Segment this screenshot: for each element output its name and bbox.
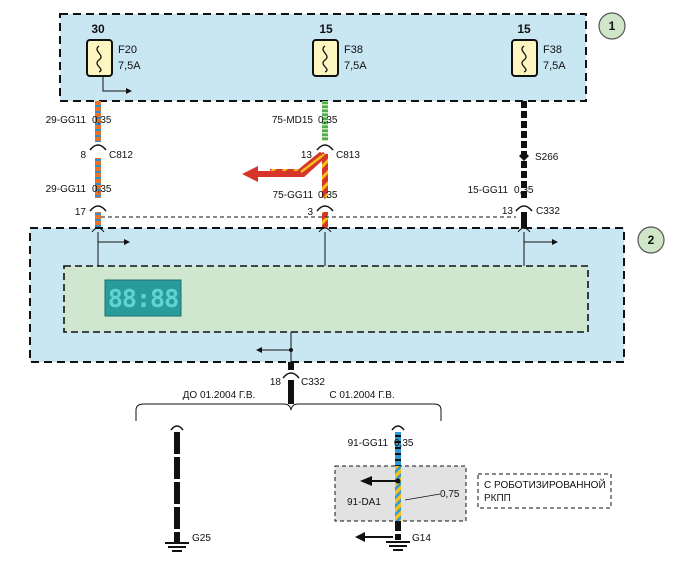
w1-pin2: 17 bbox=[75, 207, 87, 218]
callout-2: 2 bbox=[637, 226, 665, 254]
w2-bottom-label: 75-GG11 bbox=[273, 190, 314, 201]
branch-right-label: С 01.2004 Г.В. bbox=[329, 390, 394, 401]
w2-top-label: 75-MD15 bbox=[272, 115, 314, 126]
clock-display bbox=[104, 279, 182, 317]
w2-bottom-gauge: 0,35 bbox=[318, 190, 338, 201]
w3-pin: 13 bbox=[502, 206, 514, 217]
fuse-3-name: F38 bbox=[543, 44, 562, 56]
w1-top-gauge: 0,35 bbox=[92, 115, 112, 126]
cluster-internal-wiring bbox=[91, 227, 552, 362]
arrow-left-icon bbox=[256, 347, 262, 353]
fuse-f20: 30 F20 7,5A bbox=[86, 22, 141, 94]
w2-pin2: 3 bbox=[307, 207, 313, 218]
ground-wire-g25: G25 bbox=[165, 425, 211, 552]
note-line-2: РКПП bbox=[484, 493, 511, 504]
da-gauge: 0,75 bbox=[440, 489, 460, 500]
callout-1-label: 1 bbox=[609, 19, 616, 33]
fuse-1-terminal: 30 bbox=[91, 22, 105, 36]
branch-left-label: ДО 01.2004 Г.В. bbox=[183, 390, 256, 401]
w3-bottom-label: 15-GG11 bbox=[468, 185, 509, 196]
fuse-3-terminal: 15 bbox=[517, 22, 531, 36]
w1-top-label: 29-GG11 bbox=[46, 115, 87, 126]
note-box bbox=[477, 473, 612, 509]
wire-15-gg11: S266 15-GG11 0,35 13 C332 bbox=[468, 101, 560, 228]
da-wire-label: 91-DA1 bbox=[347, 497, 381, 508]
callout-1: 1 bbox=[598, 12, 626, 40]
w1-bottom-gauge: 0,35 bbox=[92, 184, 112, 195]
ground-g14-label: G14 bbox=[412, 533, 431, 544]
fuse-2-rating: 7,5A bbox=[344, 60, 367, 72]
ground-conn: C332 bbox=[301, 377, 325, 388]
fuse-f38-center: 15 F38 7,5A bbox=[312, 22, 367, 77]
callout-2-label: 2 bbox=[648, 233, 655, 247]
ground-wire-g14: G14 bbox=[355, 521, 431, 551]
branch-bracket bbox=[135, 403, 442, 421]
fuse-1-name: F20 bbox=[118, 44, 137, 56]
g14-arrow-icon bbox=[355, 532, 365, 542]
ground-connector-c332: 18 C332 bbox=[270, 362, 325, 404]
wire-29-gg11: 29-GG11 0,35 8 C812 29-GG11 0,35 17 bbox=[46, 101, 133, 228]
wire-75-gg11: 75-MD15 0,35 13 C813 75-GG11 0,35 3 bbox=[242, 101, 360, 228]
fuse-2-name: F38 bbox=[344, 44, 363, 56]
w2-conn: C813 bbox=[336, 150, 360, 161]
w2-pin: 13 bbox=[301, 150, 313, 161]
fuse-2-terminal: 15 bbox=[319, 22, 333, 36]
wire-91-gg11: 91-GG11 0,35 bbox=[348, 425, 414, 466]
w91-gauge: 0,35 bbox=[394, 438, 414, 449]
w91-label: 91-GG11 bbox=[348, 438, 389, 449]
w1-conn: C812 bbox=[109, 150, 133, 161]
ground-pin: 18 bbox=[270, 377, 282, 388]
w3-conn: C332 bbox=[536, 206, 560, 217]
clock-digits: 88:88 bbox=[108, 284, 178, 313]
arrow-right-2-icon bbox=[552, 239, 558, 245]
da-arrow-icon bbox=[360, 476, 372, 486]
w2-top-gauge: 0,35 bbox=[318, 115, 338, 126]
w1-pin: 8 bbox=[80, 150, 86, 161]
w1-bottom-label: 29-GG11 bbox=[46, 184, 87, 195]
arrow-right-1-icon bbox=[124, 239, 130, 245]
fuse-f38-right: 15 F38 7,5A bbox=[511, 22, 566, 77]
fuse-1-rating: 7,5A bbox=[118, 60, 141, 72]
w3-bottom-gauge: 0,35 bbox=[514, 185, 534, 196]
ground-g25-label: G25 bbox=[192, 533, 211, 544]
w3-splice: S266 bbox=[535, 152, 559, 163]
note-line-1: С РОБОТИЗИРОВАННОЙ bbox=[484, 478, 606, 491]
fuse-3-rating: 7,5A bbox=[543, 60, 566, 72]
